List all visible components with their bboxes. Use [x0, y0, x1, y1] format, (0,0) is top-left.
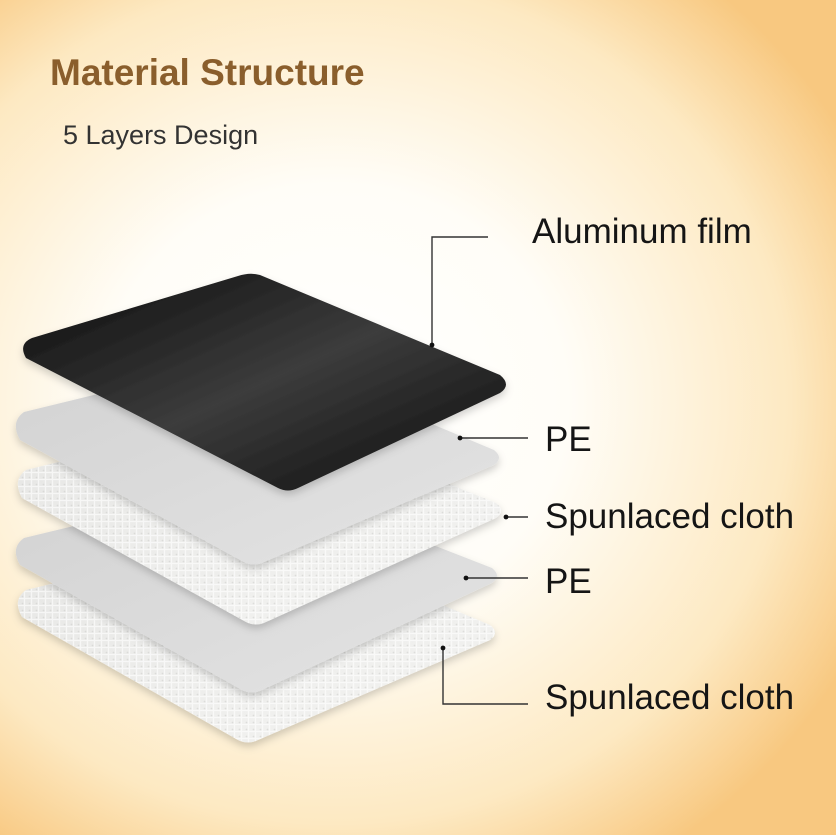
- page-title: Material Structure: [50, 52, 365, 93]
- leader-line-aluminum-film: [431, 236, 488, 344]
- layer-1-aluminum-film: [23, 273, 506, 491]
- layer-label-pe-2: PE: [545, 562, 592, 601]
- layer-label-aluminum-film: Aluminum film: [532, 212, 752, 251]
- leader-dot-spunlaced-cloth-2: [440, 645, 446, 651]
- leader-dots: [429, 342, 509, 651]
- leader-dot-aluminum-film: [429, 342, 435, 348]
- leader-dot-spunlaced-cloth-1: [503, 514, 509, 520]
- page-subtitle: 5 Layers Design: [63, 120, 259, 150]
- leader-lines: [431, 236, 528, 705]
- layer-label-pe-1: PE: [545, 420, 592, 459]
- leader-line-spunlaced-cloth-2: [442, 648, 528, 705]
- leader-dot-pe-2: [463, 575, 469, 581]
- layer-1-sheet: [23, 273, 506, 491]
- leader-dot-pe-1: [457, 435, 463, 441]
- layer-label-spunlaced-cloth-1: Spunlaced cloth: [545, 497, 795, 536]
- layer-label-spunlaced-cloth-2: Spunlaced cloth: [545, 678, 795, 717]
